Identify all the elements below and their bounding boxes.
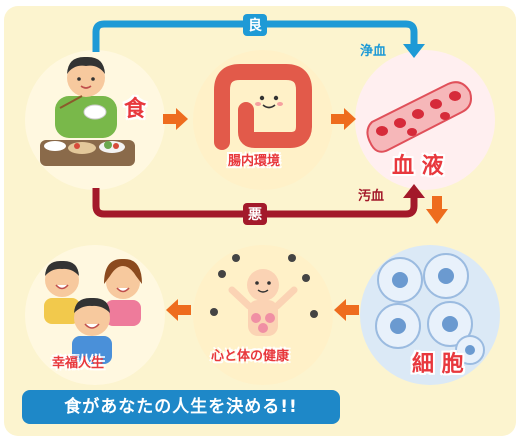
healthy-body-icon: [210, 254, 318, 336]
label-dirty-blood: 汚血: [358, 189, 385, 204]
label-good-path: 良: [243, 14, 267, 36]
label-health: 心と体の健康: [211, 349, 290, 364]
label-cells: 細 胞: [412, 352, 464, 377]
label-gut: 腸内環境: [228, 154, 281, 169]
flow-arrow-cells-health: [334, 299, 359, 321]
flow-arrow-blood-cells: [426, 196, 448, 224]
happy-family-icon: [44, 258, 142, 364]
intestine-icon: [214, 64, 312, 150]
label-clean-blood: 浄血: [360, 44, 387, 59]
flow-arrow-gut-blood: [331, 108, 356, 130]
flow-arrow-food-gut: [163, 108, 188, 130]
label-happiness: 幸福人生: [52, 356, 105, 371]
blood-vessel-icon: [366, 81, 472, 153]
flow-arrow-health-happiness: [166, 299, 191, 321]
cells-icon: [375, 253, 485, 365]
person-eating-icon: [40, 56, 135, 166]
label-food: 食: [124, 97, 147, 122]
label-bad-path: 悪: [243, 203, 267, 225]
label-blood: 血 液: [392, 154, 444, 179]
slogan-banner: 食があなたの人生を決める!!: [22, 390, 340, 424]
